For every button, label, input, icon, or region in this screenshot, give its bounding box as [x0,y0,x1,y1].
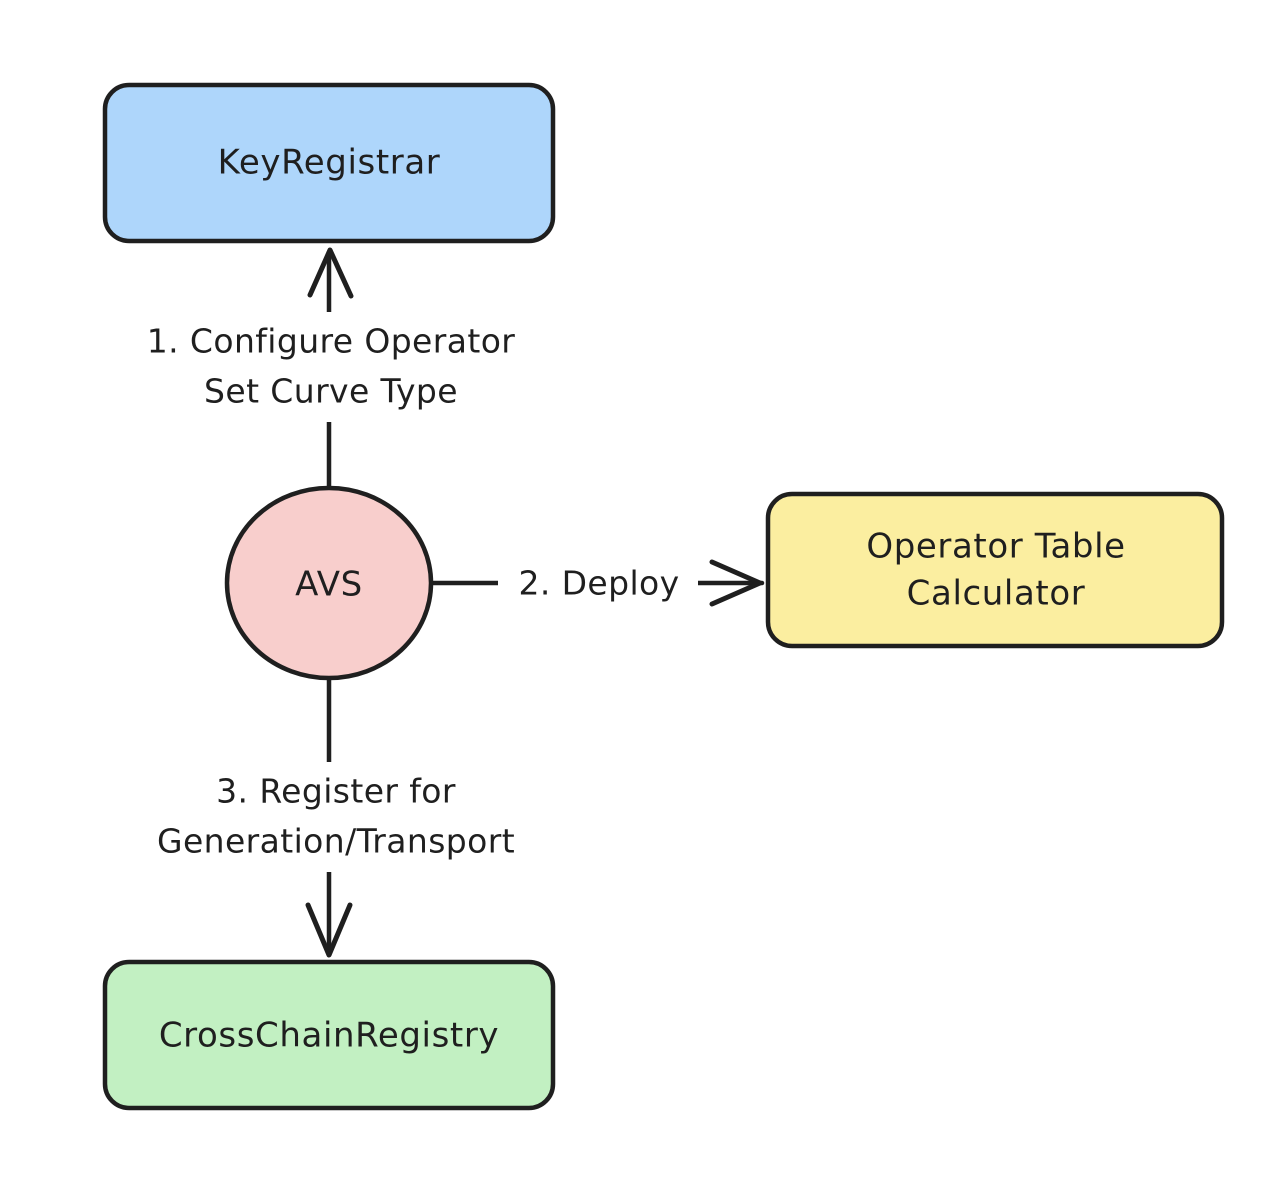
node-avs-shape[interactable] [224,485,434,681]
edge-label-deploy: 2. Deploy [498,556,698,610]
node-operator-table-calculator-label-line1: Operator Table [866,527,1125,567]
node-cross-chain-registry[interactable]: CrossChainRegistry [102,959,556,1111]
edge-register-arrowhead [305,902,353,958]
node-cross-chain-registry-label: CrossChainRegistry [159,1016,499,1056]
node-cross-chain-registry-shape[interactable] [102,959,556,1111]
edge-deploy-arrowhead [709,559,763,607]
node-key-registrar-shape[interactable] [102,82,556,244]
node-operator-table-calculator-shape[interactable] [765,491,1225,649]
edge-label-register-line2: Generation/Transport [157,822,515,861]
edge-label-configure-backdrop [112,312,550,422]
edge-label-register: 3. Register for Generation/Transport [112,762,560,872]
edge-configure-arrowhead [307,247,354,299]
edge-label-register-backdrop [112,762,560,872]
node-operator-table-calculator[interactable]: Operator Table Calculator [765,491,1225,649]
node-key-registrar[interactable]: KeyRegistrar [102,82,556,244]
edge-label-configure-line1: 1. Configure Operator [147,322,516,361]
node-avs-label: AVS [295,565,363,605]
node-operator-table-calculator-label-line2: Calculator [907,574,1086,614]
edge-label-deploy-text: 2. Deploy [518,564,679,603]
edge-label-configure: 1. Configure Operator Set Curve Type [112,312,550,422]
node-key-registrar-label: KeyRegistrar [218,143,441,183]
edge-label-register-line1: 3. Register for [216,772,456,811]
edge-label-configure-line2: Set Curve Type [204,372,458,411]
node-avs[interactable]: AVS [224,485,434,681]
edge-label-deploy-backdrop [498,556,698,610]
